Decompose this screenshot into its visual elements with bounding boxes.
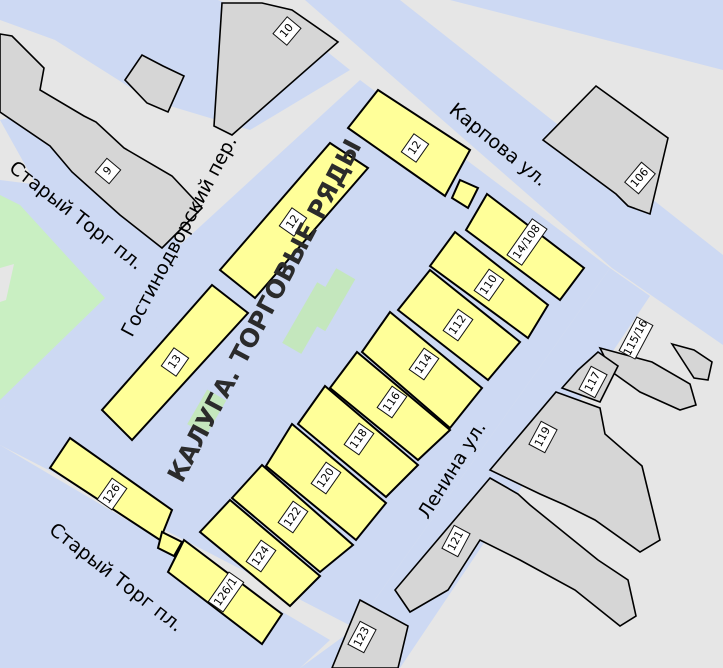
park [0, 195, 105, 400]
road-gostinodvorsky [0, 108, 210, 330]
road-lenina [300, 268, 650, 668]
road-ring [0, 80, 610, 628]
building-121 [393, 476, 637, 627]
building-119 [488, 391, 661, 553]
building-9 [0, 33, 204, 250]
building-115-16 [598, 346, 697, 411]
road-karpova-north [395, 0, 723, 70]
park-area [0, 195, 105, 400]
building-115-16-ext [670, 342, 713, 381]
park-path [0, 264, 14, 302]
building-connector-12 [450, 178, 480, 210]
building-10 [213, 2, 340, 136]
title-highlight [187, 268, 356, 436]
building-outbuilding [123, 53, 186, 114]
road-karpova [305, 0, 723, 345]
building-connector-126 [156, 530, 184, 558]
